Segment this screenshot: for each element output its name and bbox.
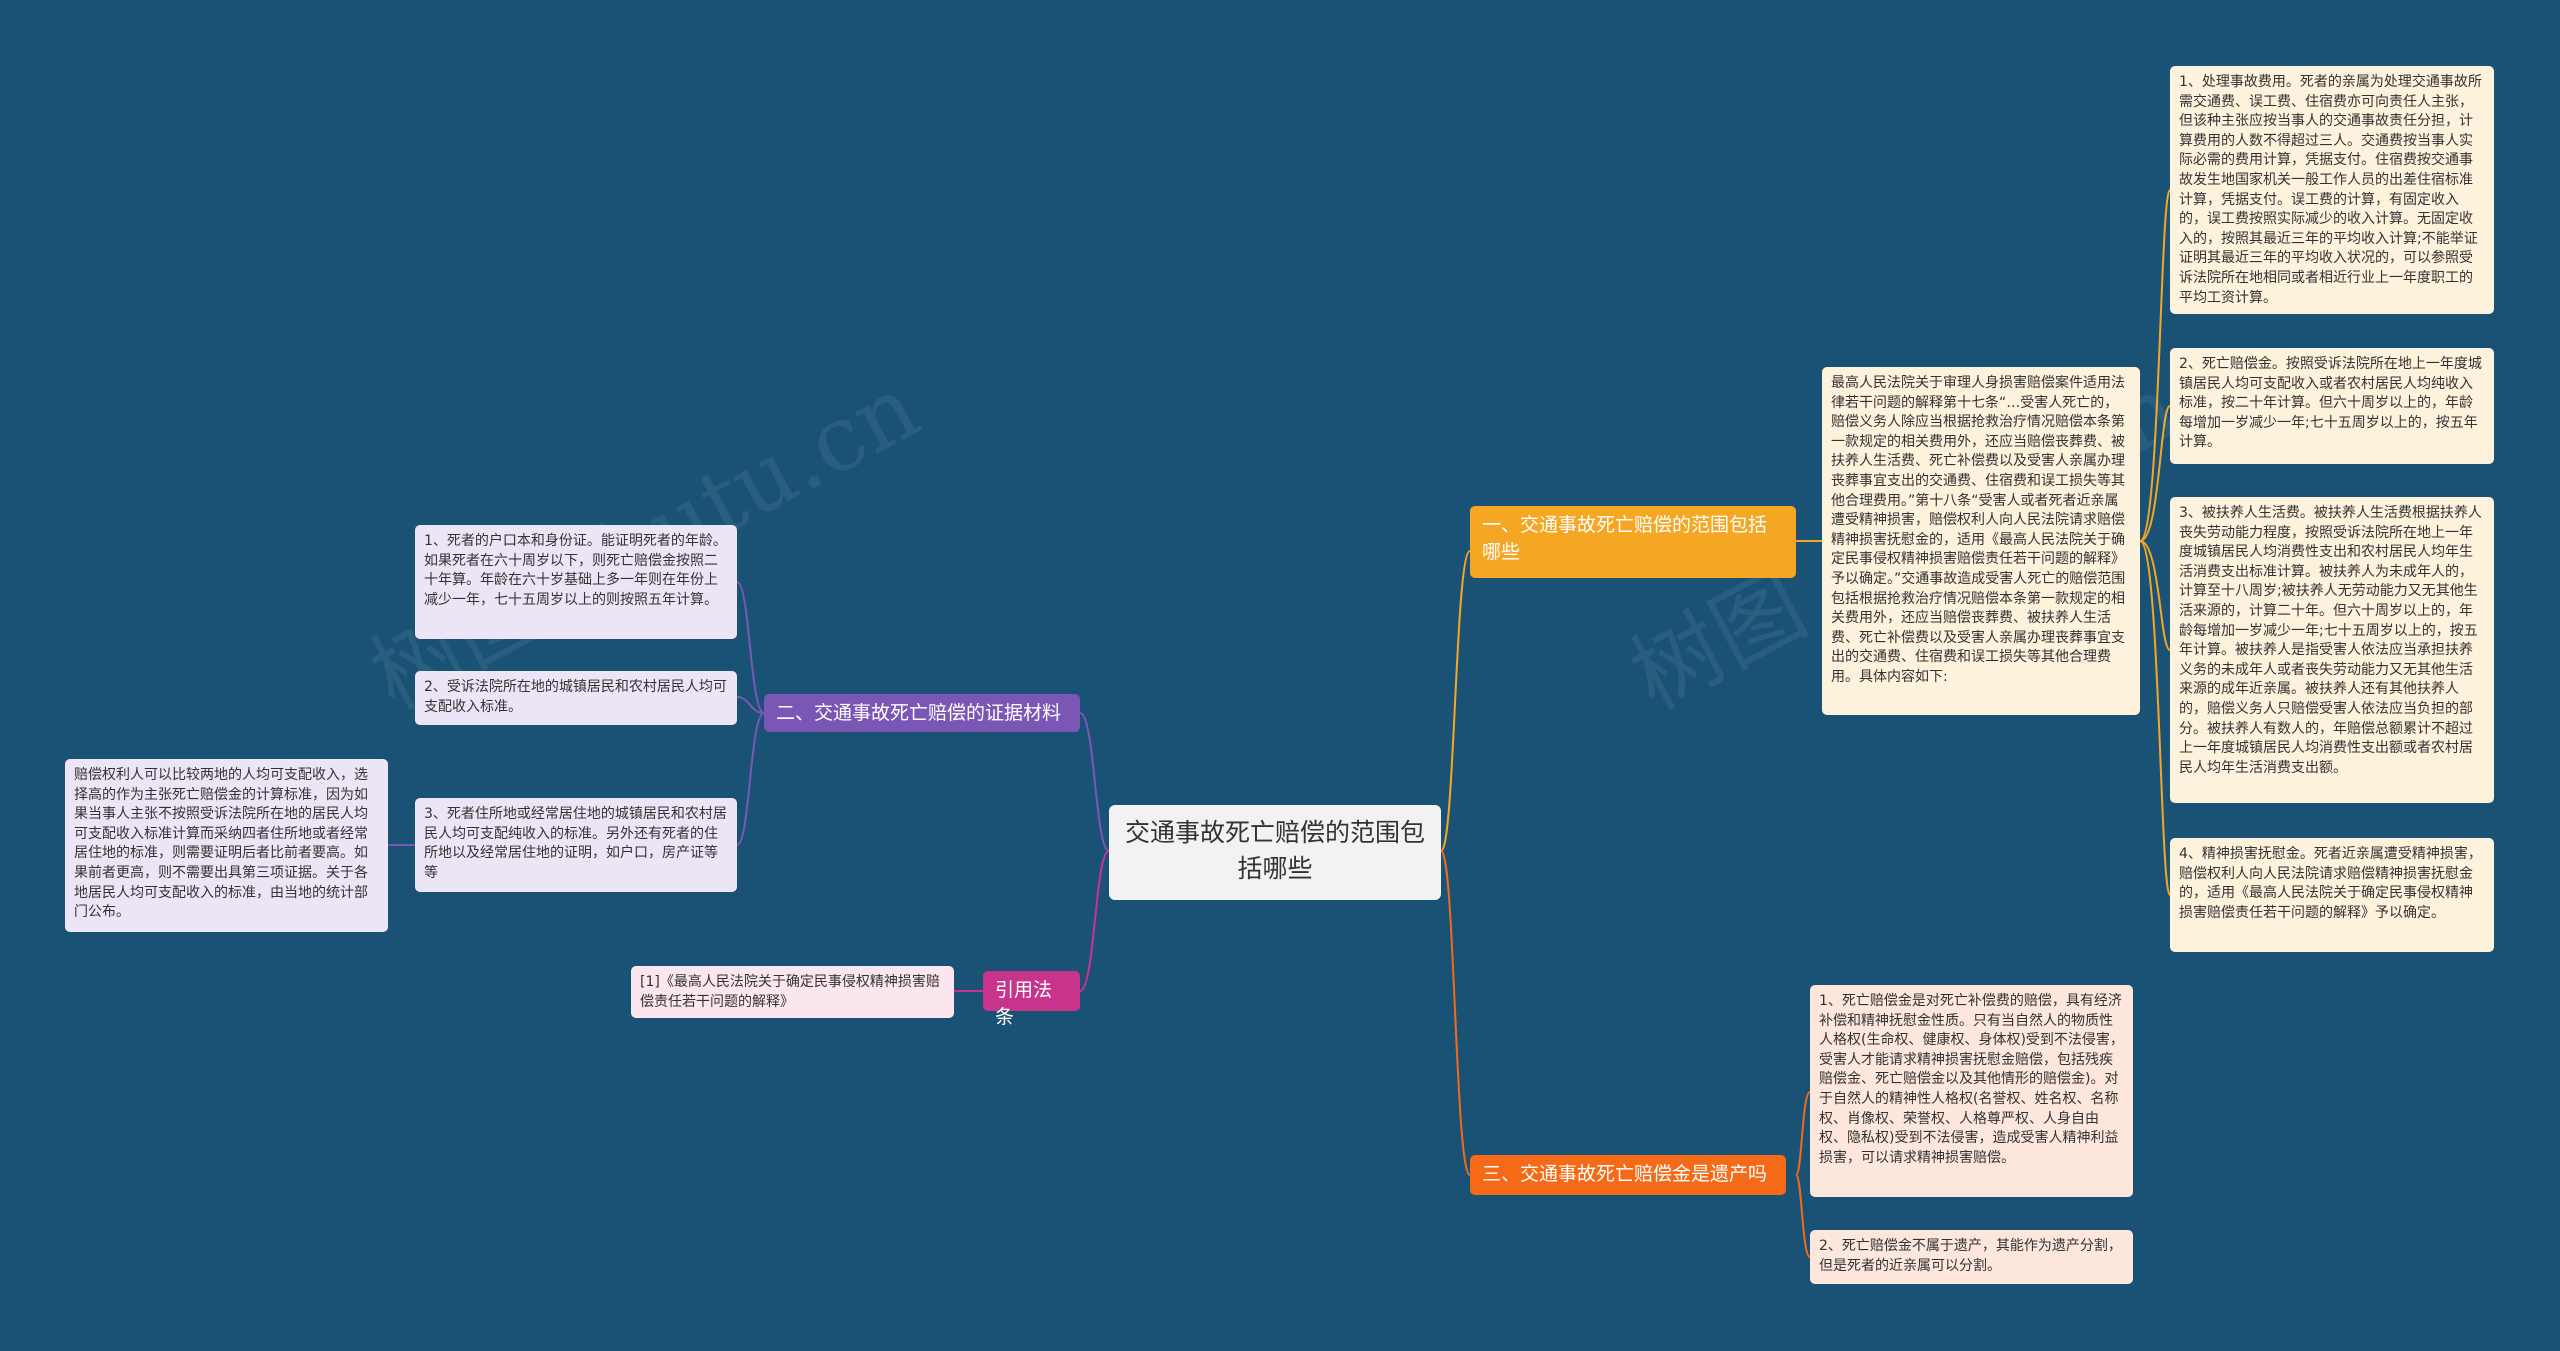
link-root-b4 <box>1079 850 1110 992</box>
branch-inheritance[interactable]: 三、交通事故死亡赔偿金是遗产吗 <box>1470 1155 1786 1195</box>
inheritance-item-1[interactable]: 1、死亡赔偿金是对死亡补偿费的赔偿，具有经济补偿和精神抚慰金性质。只有当自然人的… <box>1810 985 2133 1197</box>
evidence-sub[interactable]: 赔偿权利人可以比较两地的人均可支配收入，选择高的作为主张死亡赔偿金的计算标准，因… <box>65 759 388 932</box>
evidence-sub-text: 赔偿权利人可以比较两地的人均可支配收入，选择高的作为主张死亡赔偿金的计算标准，因… <box>74 767 368 921</box>
link-root-b2 <box>1079 712 1110 852</box>
link-b2-item2 <box>736 696 765 714</box>
link-b3-item2 <box>1795 1174 1811 1258</box>
link-b3-item1 <box>1795 1091 1811 1176</box>
scope-item-1-text: 1、处理事故费用。死者的亲属为处理交通事故所需交通费、误工费、住宿费亦可向责任人… <box>2179 74 2482 306</box>
citation-item-1[interactable]: [1]《最高人民法院关于确定民事侵权精神损害赔偿责任若干问题的解释》 <box>631 966 954 1018</box>
scope-item-4-text: 4、精神损害抚慰金。死者近亲属遭受精神损害，赔偿权利人向人民法院请求赔偿精神损害… <box>2179 846 2482 921</box>
branch-citation-label: 引用法条 <box>995 979 1053 1028</box>
scope-item-2-text: 2、死亡赔偿金。按照受诉法院所在地上一年度城镇居民人均可支配收入或者农村居民人均… <box>2179 356 2482 451</box>
evidence-item-3-text: 3、死者住所地或经常居住地的城镇居民和农村居民人均可支配纯收入的标准。另外还有死… <box>424 806 727 881</box>
root-node[interactable]: 交通事故死亡赔偿的范围包括哪些 <box>1109 805 1441 900</box>
link-intro-item1 <box>2139 189 2171 542</box>
link-intro-item2 <box>2139 405 2171 542</box>
scope-item-1[interactable]: 1、处理事故费用。死者的亲属为处理交通事故所需交通费、误工费、住宿费亦可向责任人… <box>2170 66 2494 314</box>
link-b2-item3 <box>736 712 765 846</box>
scope-item-3[interactable]: 3、被扶养人生活费。被扶养人生活费根据扶养人丧失劳动能力程度，按照受诉法院所在地… <box>2170 497 2494 803</box>
branch-scope[interactable]: 一、交通事故死亡赔偿的范围包括哪些 <box>1470 506 1796 578</box>
link-intro-item4 <box>2139 540 2171 896</box>
branch-evidence[interactable]: 二、交通事故死亡赔偿的证据材料 <box>764 694 1080 732</box>
link-root-b3 <box>1440 850 1471 1176</box>
link-root-b1 <box>1440 550 1471 852</box>
link-b2-item1 <box>736 581 765 714</box>
scope-item-4[interactable]: 4、精神损害抚慰金。死者近亲属遭受精神损害，赔偿权利人向人民法院请求赔偿精神损害… <box>2170 838 2494 952</box>
evidence-item-1[interactable]: 1、死者的户口本和身份证。能证明死者的年龄。如果死者在六十周岁以下，则死亡赔偿金… <box>415 525 737 639</box>
scope-item-3-text: 3、被扶养人生活费。被扶养人生活费根据扶养人丧失劳动能力程度，按照受诉法院所在地… <box>2179 505 2482 776</box>
branch-evidence-label: 二、交通事故死亡赔偿的证据材料 <box>776 702 1062 724</box>
root-label: 交通事故死亡赔偿的范围包括哪些 <box>1124 818 1425 883</box>
scope-intro-text: 最高人民法院关于审理人身损害赔偿案件适用法律若干问题的解释第十七条“…受害人死亡… <box>1831 375 2126 685</box>
evidence-item-2[interactable]: 2、受诉法院所在地的城镇居民和农村居民人均可支配收入标准。 <box>415 671 737 725</box>
evidence-item-1-text: 1、死者的户口本和身份证。能证明死者的年龄。如果死者在六十周岁以下，则死亡赔偿金… <box>424 533 727 608</box>
scope-intro[interactable]: 最高人民法院关于审理人身损害赔偿案件适用法律若干问题的解释第十七条“…受害人死亡… <box>1822 367 2140 715</box>
evidence-item-2-text: 2、受诉法院所在地的城镇居民和农村居民人均可支配收入标准。 <box>424 679 727 715</box>
branch-scope-label: 一、交通事故死亡赔偿的范围包括哪些 <box>1482 514 1768 563</box>
inheritance-item-1-text: 1、死亡赔偿金是对死亡补偿费的赔偿，具有经济补偿和精神抚慰金性质。只有当自然人的… <box>1819 993 2124 1166</box>
inheritance-item-2[interactable]: 2、死亡赔偿金不属于遗产，其能作为遗产分割，但是死者的近亲属可以分割。 <box>1810 1230 2133 1284</box>
evidence-item-3[interactable]: 3、死者住所地或经常居住地的城镇居民和农村居民人均可支配纯收入的标准。另外还有死… <box>415 798 737 892</box>
inheritance-item-2-text: 2、死亡赔偿金不属于遗产，其能作为遗产分割，但是死者的近亲属可以分割。 <box>1819 1238 2122 1274</box>
branch-inheritance-label: 三、交通事故死亡赔偿金是遗产吗 <box>1482 1163 1768 1185</box>
citation-item-1-text: [1]《最高人民法院关于确定民事侵权精神损害赔偿责任若干问题的解释》 <box>640 974 940 1010</box>
scope-item-2[interactable]: 2、死亡赔偿金。按照受诉法院所在地上一年度城镇居民人均可支配收入或者农村居民人均… <box>2170 348 2494 464</box>
link-intro-item3 <box>2139 540 2171 651</box>
branch-citation[interactable]: 引用法条 <box>983 971 1080 1028</box>
